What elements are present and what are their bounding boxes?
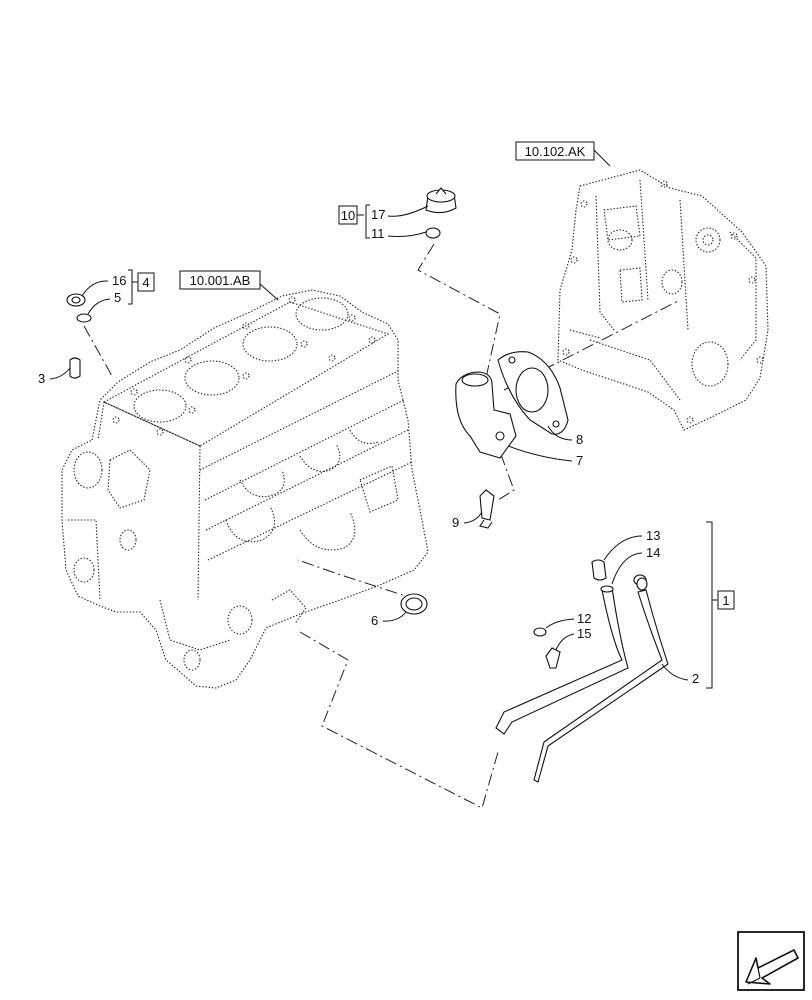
ref-box-timing-cover[interactable]: 10.102.AK	[515, 141, 595, 161]
ref-box-cylinder-block[interactable]: 10.001.AB	[179, 270, 261, 290]
timing-cover-drawing	[557, 169, 769, 431]
o-ring-12-part	[533, 627, 547, 637]
callout-9: 9	[452, 511, 483, 530]
seal-ring-6-part	[400, 593, 428, 615]
svg-text:14: 14	[646, 545, 660, 560]
o-ring-11-part	[425, 227, 441, 239]
cylinder-block-drawing	[61, 289, 429, 689]
group-box-4: 4	[128, 269, 155, 305]
callout-2: 2	[661, 663, 699, 686]
gasket-part	[497, 351, 569, 435]
svg-text:7: 7	[576, 453, 583, 468]
svg-text:8: 8	[576, 432, 583, 447]
svg-text:10.001.AB: 10.001.AB	[190, 273, 251, 288]
callout-5: 5	[87, 290, 121, 315]
callout-3: 3	[38, 367, 71, 386]
svg-text:3: 3	[38, 371, 45, 386]
alignment-lines	[83, 243, 681, 809]
plug-part	[66, 293, 86, 307]
group-box-10: 10	[338, 204, 370, 239]
dipstick-tube-part	[495, 585, 629, 735]
svg-text:4: 4	[142, 275, 149, 290]
svg-text:10: 10	[341, 208, 355, 223]
callout-13: 13	[603, 528, 660, 561]
svg-text:6: 6	[371, 613, 378, 628]
dipstick-part	[533, 577, 669, 783]
seal-5-part	[76, 313, 92, 323]
callout-8: 8	[547, 425, 583, 447]
dowel-part	[69, 357, 81, 379]
svg-text:1: 1	[722, 593, 729, 608]
callout-14: 14	[611, 545, 660, 585]
svg-text:2: 2	[692, 671, 699, 686]
svg-text:11: 11	[371, 226, 385, 241]
callout-6: 6	[371, 611, 407, 628]
cap-13-part	[591, 559, 607, 581]
svg-text:5: 5	[114, 290, 121, 305]
svg-text:9: 9	[452, 515, 459, 530]
filler-housing-part	[455, 371, 517, 459]
callout-17: 17	[371, 205, 429, 222]
callout-16: 16	[81, 273, 126, 297]
arrow-back-icon[interactable]	[737, 931, 805, 991]
group-box-1: 1	[706, 521, 735, 689]
svg-text:16: 16	[112, 273, 126, 288]
svg-text:10.102.AK: 10.102.AK	[525, 144, 586, 159]
svg-text:17: 17	[371, 207, 385, 222]
filler-cap-part	[425, 187, 457, 214]
bolt-part	[479, 489, 495, 529]
callout-15: 15	[555, 626, 591, 651]
svg-text:15: 15	[577, 626, 591, 641]
callout-11: 11	[371, 226, 427, 241]
callout-7: 7	[507, 445, 583, 468]
svg-text:12: 12	[577, 611, 591, 626]
callout-12: 12	[545, 611, 591, 629]
clip-part	[545, 647, 561, 669]
svg-text:13: 13	[646, 528, 660, 543]
